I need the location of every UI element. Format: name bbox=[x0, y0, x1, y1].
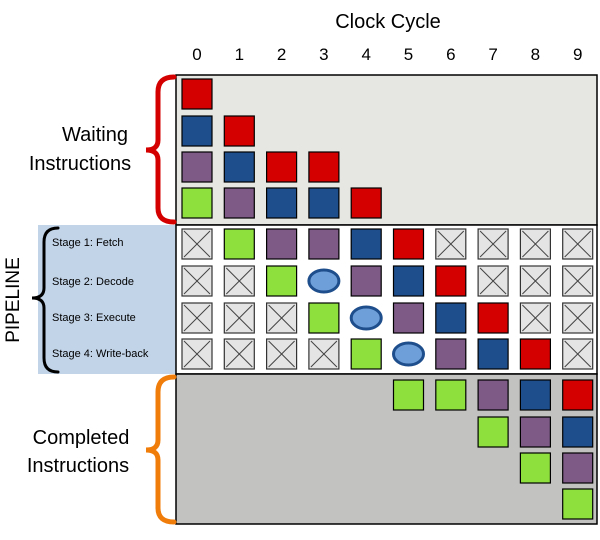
empty-stage-cell bbox=[181, 302, 213, 334]
pipeline-instruction-purple bbox=[308, 228, 340, 260]
completed-label-line1: Completed bbox=[33, 427, 130, 449]
waiting-instruction-purple bbox=[223, 187, 255, 219]
completed-instruction-red bbox=[562, 379, 594, 411]
pipeline-instruction-blue bbox=[435, 302, 467, 334]
waiting-instruction-blue bbox=[266, 187, 298, 219]
waiting-instruction-red bbox=[350, 187, 382, 219]
empty-stage-cell bbox=[223, 338, 255, 370]
cycle-label-3: 3 bbox=[319, 45, 328, 64]
pipeline-instruction-blue bbox=[350, 228, 382, 260]
pipeline-bubble bbox=[307, 268, 341, 294]
empty-stage-cell bbox=[308, 338, 340, 370]
empty-stage-cell bbox=[562, 265, 594, 297]
empty-stage-cell bbox=[562, 228, 594, 260]
clock-cycle-title: Clock Cycle bbox=[335, 11, 441, 33]
completed-instruction-blue bbox=[519, 379, 552, 411]
pipeline-instruction-purple bbox=[350, 265, 382, 297]
cycle-label-5: 5 bbox=[404, 45, 413, 64]
empty-stage-cell bbox=[223, 302, 255, 334]
waiting-instruction-purple bbox=[181, 151, 213, 183]
completed-instructions bbox=[392, 379, 594, 520]
cycle-label-7: 7 bbox=[488, 45, 497, 64]
empty-stage-cell bbox=[435, 228, 467, 260]
pipeline-grid bbox=[181, 228, 594, 370]
empty-stage-cell bbox=[562, 302, 594, 334]
stage-label-fetch: Stage 1: Fetch bbox=[52, 237, 124, 249]
waiting-brace bbox=[145, 74, 177, 225]
empty-stage-cell bbox=[562, 338, 594, 370]
empty-stage-cell bbox=[181, 265, 213, 297]
empty-stage-cell bbox=[223, 265, 255, 297]
pipeline-instruction-red bbox=[519, 338, 552, 370]
pipeline-bubble bbox=[349, 305, 383, 331]
stage-label-writeback: Stage 4: Write-back bbox=[52, 348, 149, 360]
completed-brace bbox=[145, 374, 177, 525]
stage-label-execute: Stage 3: Execute bbox=[52, 312, 136, 324]
completed-label-line2: Instructions bbox=[27, 455, 129, 477]
cycle-label-4: 4 bbox=[361, 45, 370, 64]
empty-stage-cell bbox=[519, 228, 552, 260]
completed-instruction-purple bbox=[477, 379, 509, 411]
pipeline-instruction-red bbox=[435, 265, 467, 297]
waiting-label-line1: Waiting bbox=[62, 124, 128, 146]
completed-instruction-purple bbox=[562, 452, 594, 484]
empty-stage-cell bbox=[519, 302, 552, 334]
cycle-label-2: 2 bbox=[277, 45, 286, 64]
pipeline-instruction-blue bbox=[392, 265, 425, 297]
empty-stage-cell bbox=[519, 265, 552, 297]
empty-stage-cell bbox=[181, 338, 213, 370]
pipeline-instruction-purple bbox=[435, 338, 467, 370]
waiting-instruction-blue bbox=[181, 115, 213, 147]
completed-instruction-green bbox=[392, 379, 425, 411]
cycle-label-1: 1 bbox=[235, 45, 244, 64]
pipeline-instruction-blue bbox=[477, 338, 509, 370]
waiting-instruction-green bbox=[181, 187, 213, 219]
cycle-labels: 0 1 2 3 4 5 6 7 8 9 bbox=[192, 45, 582, 64]
completed-instruction-green bbox=[562, 488, 594, 520]
completed-instruction-green bbox=[477, 416, 509, 448]
pipeline-label: PIPELINE bbox=[3, 257, 24, 343]
cycle-label-0: 0 bbox=[192, 45, 201, 64]
pipeline-instruction-green bbox=[350, 338, 382, 370]
stage-label-decode: Stage 2: Decode bbox=[52, 276, 134, 288]
cycle-label-9: 9 bbox=[573, 45, 582, 64]
pipeline-instruction-green bbox=[308, 302, 340, 334]
waiting-instruction-red bbox=[181, 78, 213, 110]
empty-stage-cell bbox=[181, 228, 213, 260]
pipeline-brace bbox=[31, 226, 60, 374]
stage-label-area bbox=[38, 225, 176, 374]
pipeline-instruction-purple bbox=[266, 228, 298, 260]
pipeline-instruction-purple bbox=[392, 302, 425, 334]
waiting-instruction-blue bbox=[223, 151, 255, 183]
pipeline-bubble bbox=[392, 341, 425, 367]
empty-stage-cell bbox=[477, 265, 509, 297]
cycle-label-6: 6 bbox=[446, 45, 455, 64]
pipeline-instruction-green bbox=[266, 265, 298, 297]
completed-instruction-green bbox=[519, 452, 552, 484]
pipeline-instruction-green bbox=[223, 228, 255, 260]
completed-instruction-purple bbox=[519, 416, 552, 448]
pipeline-instruction-red bbox=[477, 302, 509, 334]
empty-stage-cell bbox=[477, 228, 509, 260]
completed-instruction-blue bbox=[562, 416, 594, 448]
pipeline-instruction-red bbox=[392, 228, 425, 260]
waiting-instruction-red bbox=[223, 115, 255, 147]
empty-stage-cell bbox=[266, 338, 298, 370]
waiting-instruction-blue bbox=[308, 187, 340, 219]
empty-stage-cell bbox=[266, 302, 298, 334]
waiting-instruction-red bbox=[266, 151, 298, 183]
cycle-label-8: 8 bbox=[531, 45, 540, 64]
waiting-label-line2: Instructions bbox=[29, 153, 131, 175]
completed-instruction-green bbox=[435, 379, 467, 411]
waiting-instructions bbox=[181, 78, 382, 219]
waiting-instruction-red bbox=[308, 151, 340, 183]
